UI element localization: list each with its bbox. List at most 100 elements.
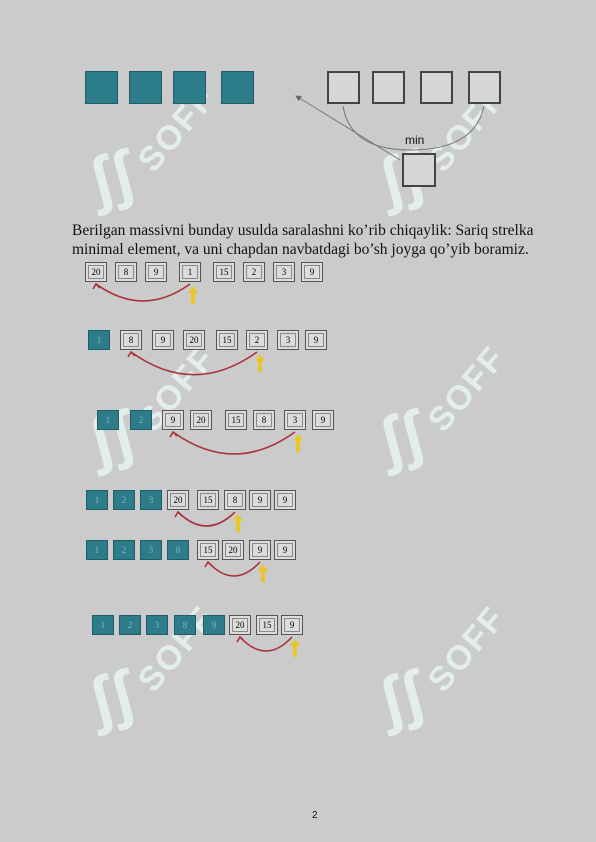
array-cell: 3 [273,262,295,282]
sorted-cell: 2 [130,410,152,430]
cell-value: 2 [127,620,133,630]
min-pointer-arrow [258,564,268,582]
explanation-paragraph: Berilgan massivni bunday usulda saralash… [72,221,534,258]
array-cell: 15 [213,262,235,282]
array-cell: 8 [120,330,142,350]
cell-value: 3 [292,415,298,425]
cell-value: 1 [94,545,100,555]
array-cell: 9 [145,262,167,282]
swap-arc [172,431,296,455]
min-pointer-arrow [188,286,198,304]
empty-square [327,71,360,104]
cell-value: 1 [100,620,106,630]
cell-value: 20 [235,620,245,630]
cell-value: 9 [320,415,326,425]
array-cell: 9 [312,410,334,430]
min-pointer-arrow [290,639,300,657]
sorted-square [221,71,254,104]
cell-value: 15 [203,495,213,505]
cell-value: 8 [261,415,267,425]
array-cell: 20 [229,615,251,635]
array-cell: 15 [256,615,278,635]
sorted-cell: 3 [146,615,168,635]
array-cell: 15 [197,540,219,560]
cell-value: 3 [148,495,154,505]
cell-value: 15 [219,267,229,277]
cell-value: 9 [257,545,263,555]
sorted-cell: 1 [86,540,108,560]
cell-value: 8 [175,545,181,555]
array-cell: 1 [179,262,201,282]
cell-value: 15 [203,545,213,555]
sorted-cell: 2 [113,490,135,510]
sorted-cell: 1 [88,330,110,350]
swap-arrowhead [127,350,136,358]
sorted-cell: 1 [86,490,108,510]
cell-value: 2 [138,415,144,425]
swap-arc [130,351,258,376]
swap-arrowhead [169,430,178,438]
cell-value: 3 [154,620,160,630]
cell-value: 20 [189,335,199,345]
swap-arc [239,636,293,652]
cell-value: 1 [96,335,102,345]
array-cell: 20 [85,262,107,282]
cell-value: 3 [285,335,291,345]
array-cell: 3 [277,330,299,350]
swap-arrowhead [236,635,245,643]
array-cell: 8 [224,490,246,510]
sorted-cell: 8 [174,615,196,635]
empty-square [372,71,405,104]
swap-arc [95,283,191,302]
array-cell: 15 [225,410,247,430]
sorted-cell: 8 [167,540,189,560]
empty-square [468,71,501,104]
array-cell: 9 [249,540,271,560]
cell-value: 8 [128,335,134,345]
sorted-cell: 2 [119,615,141,635]
array-cell: 2 [246,330,268,350]
cell-value: 15 [222,335,232,345]
sorted-square [129,71,162,104]
sorted-cell: 3 [140,490,162,510]
swap-arrowhead [92,282,101,290]
cell-value: 9 [153,267,159,277]
cell-value: 9 [309,267,315,277]
cell-value: 9 [282,495,288,505]
cell-value: 3 [281,267,287,277]
cell-value: 20 [91,267,101,277]
cell-value: 1 [94,495,100,505]
swap-arrowhead [204,560,213,568]
cell-value: 15 [262,620,272,630]
cell-value: 8 [182,620,188,630]
array-cell: 2 [243,262,265,282]
cell-value: 9 [282,545,288,555]
swap-arc [207,561,261,577]
empty-square [420,71,453,104]
min-pointer-arrow [255,354,265,372]
min-label: min [405,133,425,147]
cell-value: 9 [313,335,319,345]
array-cell: 9 [281,615,303,635]
cell-value: 1 [187,267,193,277]
sorted-cell: 1 [92,615,114,635]
cell-value: 9 [160,335,166,345]
array-cell: 3 [284,410,306,430]
array-cell: 9 [301,262,323,282]
array-cell: 9 [305,330,327,350]
sorted-cell: 3 [140,540,162,560]
cell-value: 15 [231,415,241,425]
array-cell: 20 [183,330,205,350]
swap-arrowhead [174,510,183,518]
cell-value: 8 [232,495,238,505]
cell-value: 1 [105,415,111,425]
min-square [402,153,436,187]
array-cell: 9 [249,490,271,510]
sorted-square [85,71,118,104]
cell-value: 2 [251,267,257,277]
array-cell: 20 [222,540,244,560]
array-cell: 9 [152,330,174,350]
array-cell: 20 [190,410,212,430]
cell-value: 8 [123,267,129,277]
